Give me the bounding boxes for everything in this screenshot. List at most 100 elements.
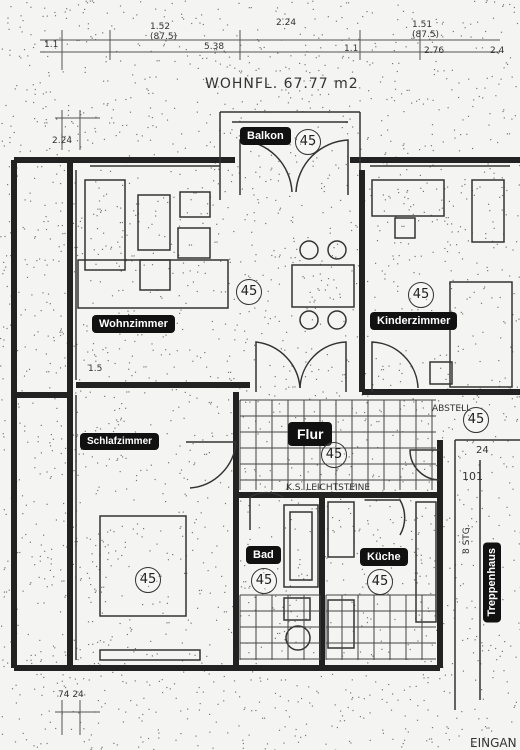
speckle-dot xyxy=(110,248,112,250)
speckle-dot xyxy=(284,679,287,681)
speckle-dot xyxy=(37,441,39,443)
speckle-dot xyxy=(78,712,80,714)
speckle-dot xyxy=(393,100,396,102)
speckle-dot xyxy=(175,739,177,741)
speckle-dot xyxy=(264,109,266,111)
speckle-dot xyxy=(34,93,36,95)
speckle-dot xyxy=(342,55,344,57)
speckle-dot xyxy=(25,533,27,536)
speckle-dot xyxy=(46,301,48,303)
speckle-dot xyxy=(121,236,123,238)
speckle-dot xyxy=(360,148,362,150)
speckle-dot xyxy=(504,419,506,421)
speckle-dot xyxy=(115,419,118,421)
speckle-dot xyxy=(264,316,266,318)
speckle-dot xyxy=(299,563,301,566)
speckle-dot xyxy=(248,587,250,589)
speckle-dot xyxy=(280,679,282,681)
speckle-dot xyxy=(471,600,473,602)
speckle-dot xyxy=(509,275,511,277)
speckle-dot xyxy=(294,735,296,737)
speckle-dot xyxy=(99,664,101,666)
speckle-dot xyxy=(183,18,185,20)
speckle-dot xyxy=(85,466,87,468)
speckle-dot xyxy=(99,208,101,210)
speckle-dot xyxy=(454,137,456,139)
speckle-dot xyxy=(356,552,358,555)
speckle-dot xyxy=(382,545,384,547)
speckle-dot xyxy=(508,737,510,739)
speckle-dot xyxy=(125,711,127,713)
speckle-dot xyxy=(182,660,184,662)
speckle-dot xyxy=(64,11,66,13)
speckle-dot xyxy=(244,330,246,332)
speckle-dot xyxy=(428,583,430,585)
speckle-dot xyxy=(28,368,31,370)
speckle-dot xyxy=(293,240,295,243)
speckle-dot xyxy=(286,331,288,333)
speckle-dot xyxy=(340,429,342,431)
speckle-dot xyxy=(202,57,204,60)
speckle-dot xyxy=(25,504,27,506)
speckle-dot xyxy=(343,320,345,322)
speckle-dot xyxy=(364,373,367,375)
speckle-dot xyxy=(122,230,124,232)
speckle-dot xyxy=(134,680,136,682)
speckle-dot xyxy=(104,395,106,397)
speckle-dot xyxy=(201,14,203,16)
speckle-dot xyxy=(312,0,314,2)
speckle-dot xyxy=(3,449,5,451)
speckle-dot xyxy=(472,442,474,444)
speckle-dot xyxy=(79,579,82,581)
speckle-dot xyxy=(259,386,262,388)
speckle-dot xyxy=(151,343,153,345)
speckle-dot xyxy=(48,371,50,373)
speckle-dot xyxy=(352,709,354,712)
speckle-dot xyxy=(93,213,95,215)
speckle-dot xyxy=(129,111,132,113)
speckle-dot xyxy=(205,82,207,84)
speckle-dot xyxy=(90,601,92,603)
speckle-dot xyxy=(326,354,328,356)
speckle-dot xyxy=(181,13,183,15)
speckle-dot xyxy=(419,174,421,176)
speckle-dot xyxy=(80,146,82,148)
speckle-dot xyxy=(416,719,419,721)
speckle-dot xyxy=(399,381,402,383)
speckle-dot xyxy=(351,601,353,603)
speckle-dot xyxy=(400,516,403,518)
walls xyxy=(11,111,520,710)
speckle-dot xyxy=(447,605,449,607)
speckle-dot xyxy=(514,530,516,532)
speckle-dot xyxy=(6,285,8,288)
speckle-dot xyxy=(149,291,151,293)
speckle-dot xyxy=(62,71,64,73)
speckle-dot xyxy=(335,164,337,166)
speckle-dot xyxy=(492,441,494,443)
speckle-dot xyxy=(178,225,181,227)
speckle-dot xyxy=(359,716,361,718)
speckle-dot xyxy=(50,563,52,565)
speckle-dot xyxy=(478,396,480,398)
speckle-dot xyxy=(453,609,455,611)
speckle-dot xyxy=(366,617,369,619)
speckle-dot xyxy=(392,255,394,257)
speckle-dot xyxy=(149,550,151,552)
speckle-dot xyxy=(104,601,107,603)
speckle-dot xyxy=(111,25,113,27)
speckle-dot xyxy=(172,410,174,412)
speckle-dot xyxy=(485,30,487,33)
speckle-dot xyxy=(110,639,112,641)
speckle-dot xyxy=(227,207,229,209)
speckle-dot xyxy=(341,127,343,129)
speckle-dot xyxy=(404,715,406,717)
speckle-dot xyxy=(24,346,26,348)
speckle-dot xyxy=(4,235,6,238)
speckle-dot xyxy=(389,519,391,521)
speckle-dot xyxy=(121,403,123,405)
speckle-dot xyxy=(414,629,416,631)
speckle-dot xyxy=(366,439,368,441)
speckle-dot xyxy=(510,346,512,348)
speckle-dot xyxy=(418,614,420,616)
speckle-dot xyxy=(72,222,75,224)
